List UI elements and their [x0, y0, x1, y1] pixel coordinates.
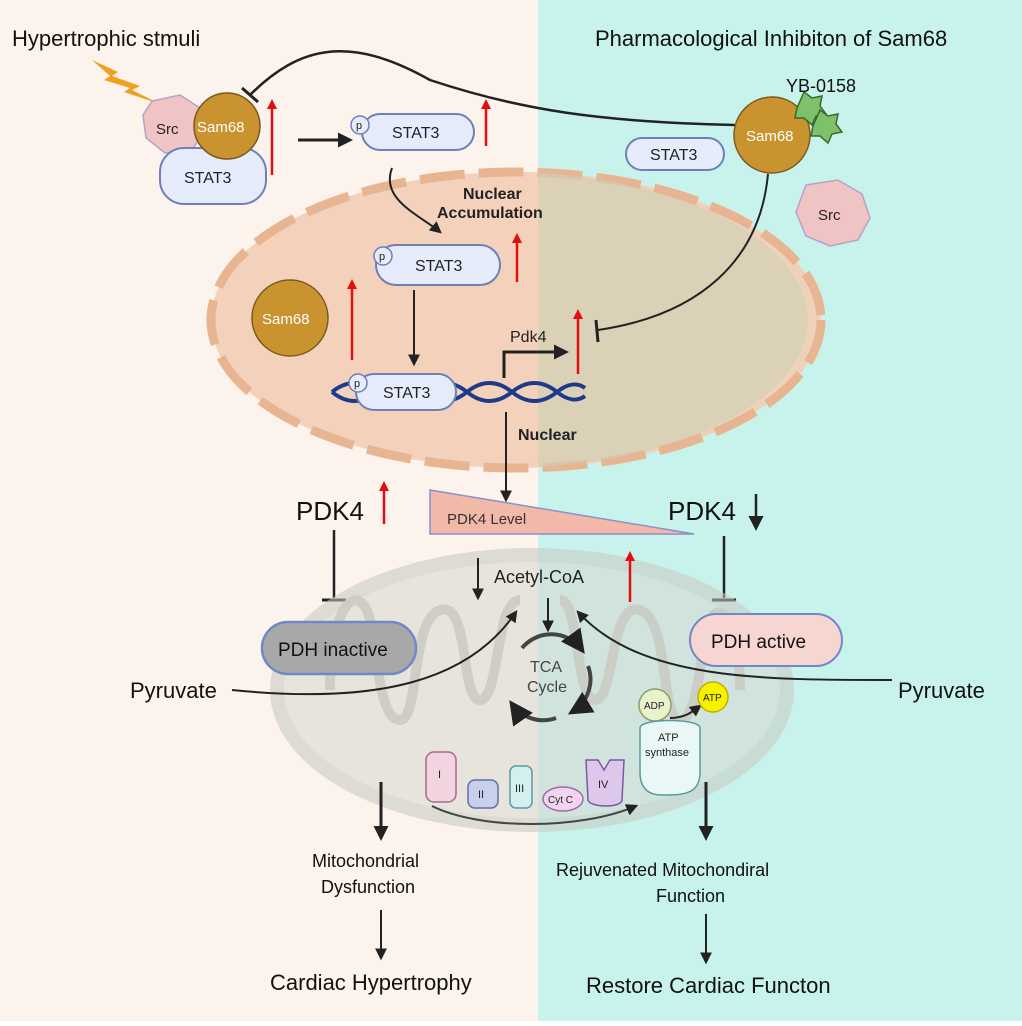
sam68-left-label: Sam68	[197, 119, 245, 136]
pdk4-transcription-arrow	[502, 344, 569, 378]
pstat3-nucleus-label: STAT3	[415, 258, 463, 275]
nucleus-envelope	[206, 167, 826, 473]
sam68-nucleus	[251, 279, 329, 357]
inhibition-curve-nucleus	[597, 173, 769, 331]
stat3-left-label: STAT3	[184, 170, 232, 187]
p-badge-dna-label: p	[354, 378, 360, 390]
pyruvate-right-label: Pyruvate	[898, 678, 985, 703]
tca-cycle	[509, 627, 595, 727]
drug-yb0158-star-1	[794, 90, 828, 127]
atp-synthase	[639, 719, 701, 796]
p-badge-nuc	[373, 246, 393, 266]
complex-4	[585, 759, 625, 807]
src-octagon-right	[795, 179, 871, 247]
src-left-label: Src	[156, 121, 179, 138]
adp-label: ADP	[644, 701, 665, 712]
nuclear-accumulation-line2: Accumulation	[437, 205, 543, 222]
tca-line2: Cycle	[527, 679, 567, 696]
nuclear-accumulation-line1: Nuclear	[463, 186, 522, 203]
src-right-label: Src	[818, 207, 841, 224]
nuclear-label: Nuclear	[518, 427, 577, 444]
drug-label: YB-0158	[786, 76, 856, 96]
p-badge-top-label: p	[356, 120, 362, 132]
p-badge-dna	[348, 373, 368, 393]
outcome-right-final: Restore Cardiac Functon	[586, 973, 831, 998]
stat3-right	[625, 137, 725, 171]
complex-2	[467, 779, 499, 809]
outcome-left-line1: Mitochondrial	[312, 851, 419, 871]
atp-synthase-line2: synthase	[645, 747, 689, 759]
atp-synthase-line1: ATP	[658, 732, 679, 744]
outcome-left-final: Cardiac Hypertrophy	[270, 970, 472, 995]
pdh-inactive-label: PDH inactive	[278, 640, 388, 661]
pyruvate-right-arrow	[576, 610, 893, 681]
drug-yb0158-star-2	[810, 108, 844, 145]
pdk4-gene-label: Pdk4	[510, 329, 547, 346]
cytc-label: Cyt C	[548, 795, 573, 806]
pdk4-level-triangle	[429, 489, 695, 535]
pdh-active-pill	[689, 613, 843, 667]
atp-label: ATP	[703, 693, 722, 704]
right-header: Pharmacological Inhibiton of Sam68	[595, 26, 947, 51]
pdh-active-label: PDH active	[711, 632, 806, 653]
pstat3-dna-label: STAT3	[383, 385, 431, 402]
pdk4-left-label: PDK4	[296, 496, 364, 526]
inhibition-bar-top	[241, 86, 259, 104]
outcome-left-line2: Dysfunction	[321, 877, 415, 897]
sam68-left	[193, 92, 261, 160]
left-header: Hypertrophic stmuli	[12, 26, 200, 51]
pstat3-nucleus	[375, 244, 501, 286]
tca-line1: TCA	[530, 659, 562, 676]
outcome-right-line1: Rejuvenated Mitochondiral	[556, 860, 769, 880]
sam68-nucleus-label: Sam68	[262, 311, 310, 328]
pdk4-right-label: PDK4	[668, 496, 736, 526]
acetyl-coa-label: Acetyl-CoA	[494, 567, 584, 587]
sam68-right-label: Sam68	[746, 128, 794, 145]
pdk4-level-label: PDK4 Level	[447, 511, 526, 528]
pstat3-top-label: STAT3	[392, 125, 440, 142]
pdh-inactive-pill	[260, 620, 418, 676]
etc-flow-arrow	[431, 804, 639, 825]
p-badge-top	[350, 115, 370, 135]
cytc-ellipse	[542, 786, 584, 812]
stat3-right-label: STAT3	[650, 147, 698, 164]
complex-4-label: IV	[598, 779, 609, 791]
complex-2-label: II	[478, 789, 484, 801]
lightning-icon	[92, 60, 160, 104]
adp-to-atp-arrow	[669, 704, 702, 719]
sam68-right	[733, 96, 811, 174]
complex-1-label: I	[438, 769, 441, 781]
inhibition-bar-nucleus	[594, 319, 600, 343]
complex-3	[509, 765, 533, 809]
nucleus-right-shade	[538, 173, 808, 467]
arrow-into-nucleus	[388, 167, 442, 234]
p-badge-nuc-label: p	[379, 251, 385, 263]
atp-circle	[697, 681, 729, 713]
inhibition-curve-top	[249, 50, 736, 127]
pyruvate-left-label: Pyruvate	[130, 678, 217, 703]
complex-1	[425, 751, 457, 803]
pyruvate-left-arrow	[231, 610, 518, 696]
outcome-right-line2: Function	[656, 886, 725, 906]
complex-3-label: III	[515, 783, 524, 795]
